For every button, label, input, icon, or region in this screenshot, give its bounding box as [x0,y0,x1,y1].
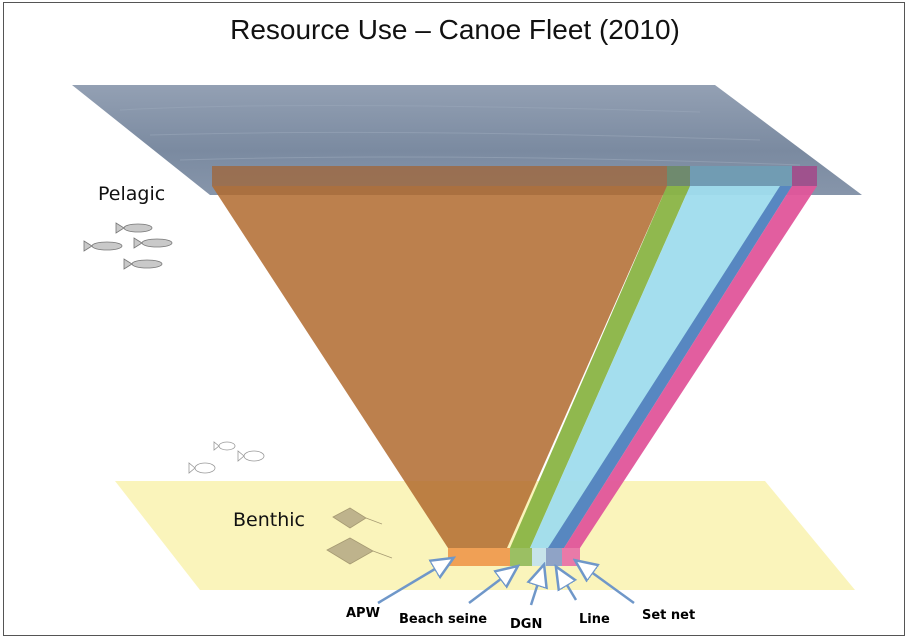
ray-icon [326,507,393,565]
gear-label-line: Line [579,612,610,627]
benthic-label: Benthic [233,509,305,531]
arrow-line [561,575,576,601]
gear-band-apw [212,186,667,548]
pelagic-label: Pelagic [98,183,166,205]
floor-strip-apw [448,548,510,566]
figure-frame [3,2,905,636]
surface-strip-beach-seine [667,166,690,186]
gear-band-line [548,186,792,548]
arrow-set-net [583,566,635,605]
gear-label-apw: APW [346,606,380,621]
gear-label-set-net: Set net [642,608,696,623]
surface-strip-apw [212,166,667,186]
floor-strip-set-net [562,548,580,566]
gear-arrows [377,563,635,606]
demersal-fish-icon [188,441,265,474]
gear-band-set-net [564,186,817,548]
arrow-dgn [531,574,541,606]
arrow-beach-seine [468,572,510,604]
surface-strip-set-net [792,166,817,186]
wave-texture [119,104,801,166]
arrow-apw [377,563,445,605]
floor-strip-dgn [532,548,546,566]
surface-strip-dgn [690,166,792,186]
diagram-title: Resource Use – Canoe Fleet (2010) [230,14,680,45]
pelagic-fish-icon [83,222,173,270]
gear-label-beach-seine: Beach seine [399,612,488,627]
gear-band-beach-seine [510,186,690,548]
floor-strip-line [546,548,562,566]
floor-strip-beach-seine [510,548,532,566]
gear-label-dgn: DGN [510,617,543,632]
